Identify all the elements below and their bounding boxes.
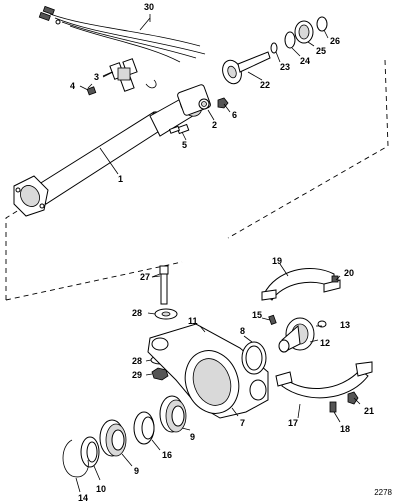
nut <box>217 97 229 109</box>
clamp-screw-lower-left <box>329 401 337 413</box>
spacer <box>133 411 155 445</box>
swivel-pin-housing <box>278 317 315 353</box>
callout-labels: 1 2 3 4 5 6 7 8 9 9 10 11 12 13 14 15 16… <box>70 2 374 501</box>
callout-9-upper: 9 <box>190 432 195 442</box>
grease-fitting <box>79 85 97 96</box>
leader-lines <box>75 14 361 493</box>
callout-14: 14 <box>78 493 88 501</box>
bearing-upper <box>159 395 187 433</box>
callout-27: 27 <box>140 272 150 282</box>
callout-11: 11 <box>188 316 198 326</box>
callout-12: 12 <box>320 338 330 348</box>
seal-ring <box>241 341 267 375</box>
callout-5: 5 <box>182 140 187 150</box>
callout-1: 1 <box>118 174 123 184</box>
washer-upper <box>154 308 178 320</box>
callout-15: 15 <box>252 310 262 320</box>
callout-23: 23 <box>280 62 290 72</box>
callout-18: 18 <box>340 424 350 434</box>
callout-13: 13 <box>340 320 350 330</box>
clamp-screw-upper <box>331 275 339 283</box>
snap-ring <box>62 439 89 478</box>
bolt <box>168 123 190 135</box>
callout-26: 26 <box>330 36 340 46</box>
thrust-washer <box>80 436 100 468</box>
callout-8: 8 <box>240 326 245 336</box>
gimbal-housing <box>147 323 269 419</box>
lower-nut <box>151 367 169 381</box>
callout-17: 17 <box>288 418 298 428</box>
yoke-shaft <box>222 51 271 85</box>
callout-6: 6 <box>232 110 237 120</box>
callout-3: 3 <box>94 72 99 82</box>
u-joint-cross <box>102 58 157 92</box>
callout-25: 25 <box>316 46 326 56</box>
callout-28-lower: 28 <box>132 356 142 366</box>
bearing-lower <box>99 419 127 457</box>
wire-harness <box>38 5 206 63</box>
clamp-screw-lower-right <box>347 391 359 405</box>
diagram-reference-number: 2278 <box>374 488 392 497</box>
shaft-rings <box>270 16 328 54</box>
upper-clamp <box>261 267 341 301</box>
callout-4: 4 <box>70 81 75 91</box>
callout-28-upper: 28 <box>132 308 142 318</box>
callout-22: 22 <box>260 80 270 90</box>
callout-10: 10 <box>96 484 106 494</box>
driveshaft-tube <box>13 84 211 217</box>
lower-clamp <box>275 361 373 399</box>
small-screw <box>268 314 277 325</box>
callout-9-lower: 9 <box>134 466 139 476</box>
callout-19: 19 <box>272 256 282 266</box>
callout-16: 16 <box>162 450 172 460</box>
callout-2: 2 <box>212 120 217 130</box>
pivot-bolt <box>151 265 169 305</box>
callout-29: 29 <box>132 370 142 380</box>
callout-21: 21 <box>364 406 374 416</box>
o-ring <box>317 320 327 328</box>
callout-7: 7 <box>240 418 245 428</box>
callout-24: 24 <box>300 56 310 66</box>
callout-20: 20 <box>344 268 354 278</box>
callout-30: 30 <box>144 2 154 12</box>
